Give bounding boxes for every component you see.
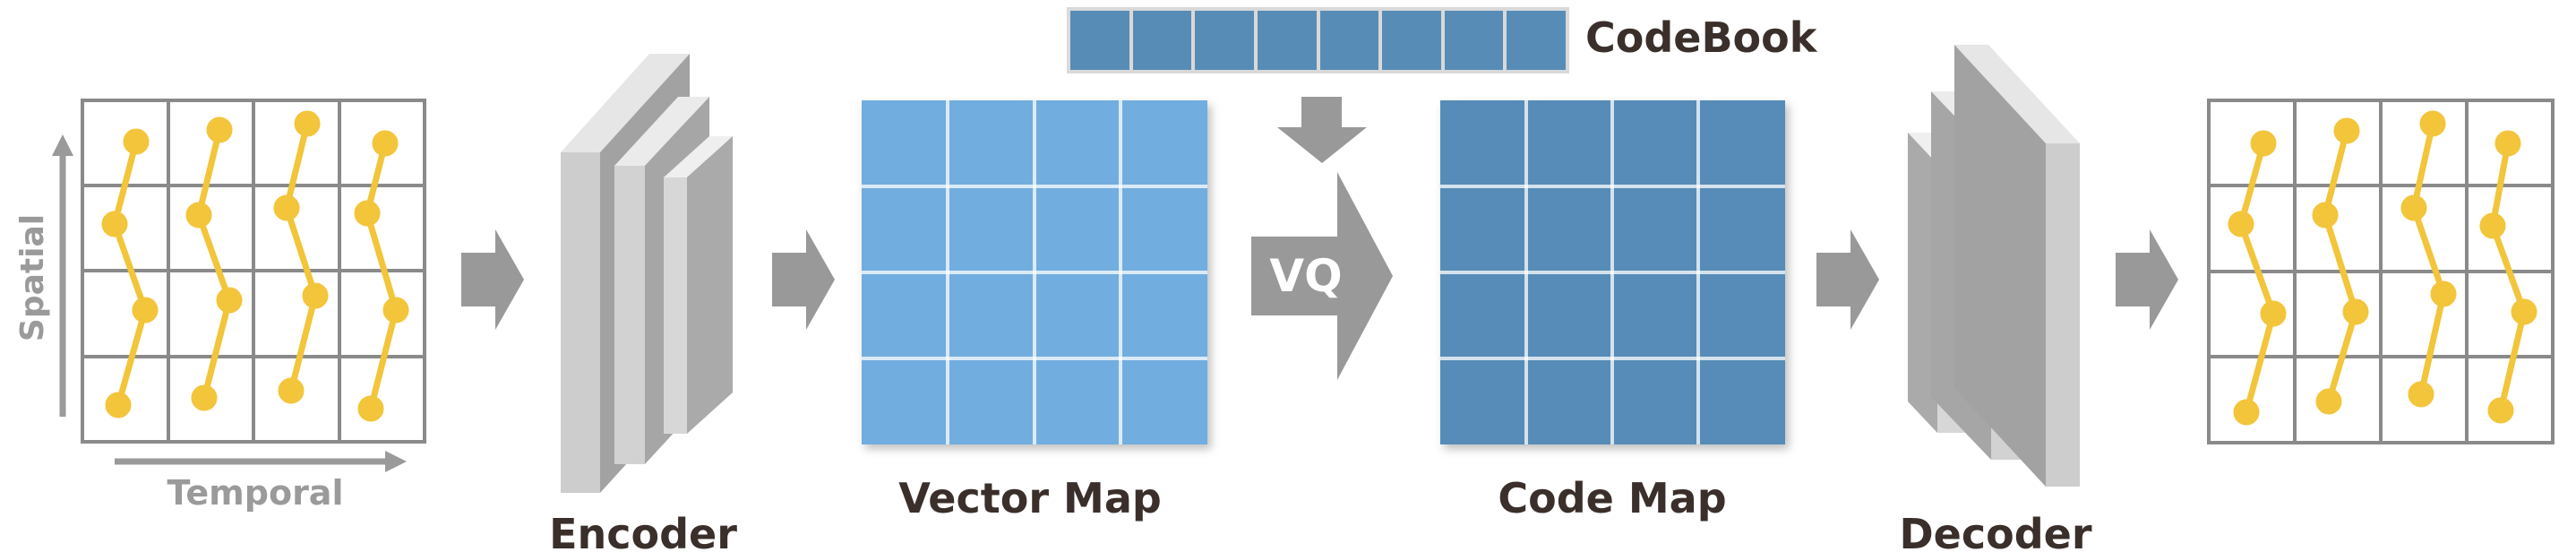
encoder-label: Encoder [549,510,737,552]
spatial-axis-arrow [52,134,73,417]
flow-arrow-3 [1816,229,1879,330]
codebook-down-arrow [1277,97,1367,163]
vector-map-grid [862,100,1207,444]
encoder-layers [561,54,733,493]
decoder-layers [1908,45,2080,487]
codebook-label: CodeBook [1585,13,1818,62]
input-trajectories [101,110,409,422]
flow-arrow-4 [2116,229,2178,330]
flow-arrow-2 [772,229,835,330]
spatial-axis-label: Spatial [14,214,51,341]
temporal-axis-label: Temporal [167,473,344,513]
output-sequence-grid [2207,99,2555,444]
flow-arrow-1 [461,229,524,330]
vq-arrow [1251,172,1393,380]
temporal-axis-arrow [115,451,407,472]
vq-label: VQ [1269,250,1342,302]
code-map-label: Code Map [1498,474,1726,522]
decoder-label: Decoder [1899,510,2091,552]
output-trajectories [2228,110,2537,426]
codebook-strip [1067,7,1569,73]
input-sequence-grid [81,99,426,444]
vector-map-label: Vector Map [898,474,1162,522]
code-map-grid [1440,100,1785,444]
